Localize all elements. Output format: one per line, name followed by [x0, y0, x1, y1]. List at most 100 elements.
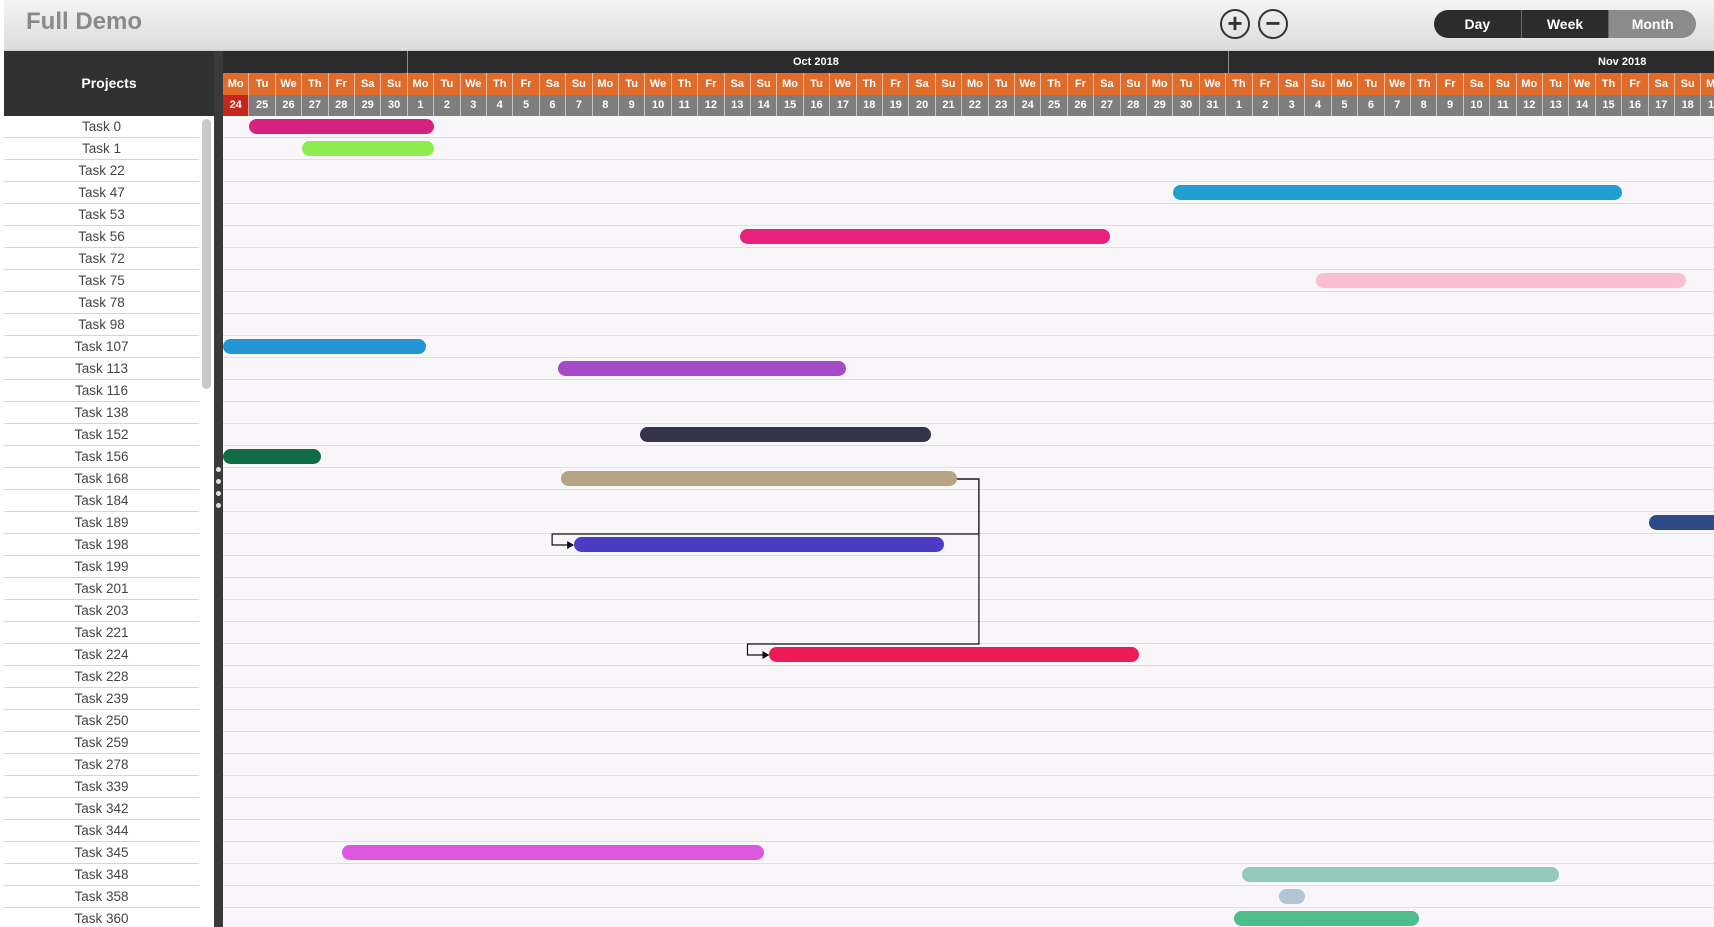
date-cell[interactable]: 21 — [936, 95, 963, 116]
task-row[interactable]: Task 198 — [4, 534, 199, 556]
date-cell[interactable]: 14 — [751, 95, 778, 116]
date-cell[interactable]: 10 — [1464, 95, 1491, 116]
date-cell[interactable]: 27 — [1094, 95, 1121, 116]
task-row[interactable]: Task 360 — [4, 908, 199, 927]
task-bar[interactable] — [223, 339, 427, 354]
date-cell[interactable]: 18 — [1675, 95, 1702, 116]
task-row[interactable]: Task 56 — [4, 226, 199, 248]
date-cell[interactable]: 9 — [1437, 95, 1464, 116]
date-cell[interactable]: 8 — [593, 95, 619, 116]
date-cell[interactable]: 7 — [566, 95, 593, 116]
task-row[interactable]: Task 278 — [4, 754, 199, 776]
week-view-button[interactable]: Week — [1520, 10, 1610, 38]
task-row[interactable]: Task 358 — [4, 886, 199, 908]
date-cell[interactable]: 2 — [434, 95, 461, 116]
date-cell[interactable]: 29 — [355, 95, 382, 116]
date-cell[interactable]: 7 — [1385, 95, 1411, 116]
task-row[interactable]: Task 224 — [4, 644, 199, 666]
date-cell[interactable]: 2 — [1253, 95, 1279, 116]
task-bar[interactable] — [1173, 185, 1623, 200]
task-bar[interactable] — [1234, 911, 1419, 926]
date-cell[interactable]: 17 — [1649, 95, 1675, 116]
task-bar[interactable] — [740, 229, 1111, 244]
date-cell[interactable]: 5 — [1332, 95, 1359, 116]
date-cell[interactable]: 16 — [1622, 95, 1649, 116]
task-row[interactable]: Task 259 — [4, 732, 199, 754]
date-cell[interactable]: 27 — [302, 95, 329, 116]
task-bar[interactable] — [1279, 889, 1306, 904]
zoom-in-button[interactable]: + — [1220, 9, 1250, 39]
date-cell[interactable]: 18 — [857, 95, 883, 116]
date-cell[interactable]: 15 — [1596, 95, 1623, 116]
date-cell[interactable]: 3 — [461, 95, 487, 116]
task-bar[interactable] — [769, 647, 1140, 662]
task-row[interactable]: Task 221 — [4, 622, 199, 644]
task-row[interactable]: Task 156 — [4, 446, 199, 468]
date-cell[interactable]: 14 — [1569, 95, 1596, 116]
date-cell[interactable]: 25 — [249, 95, 276, 116]
date-cell[interactable]: 12 — [1517, 95, 1543, 116]
task-row[interactable]: Task 78 — [4, 292, 199, 314]
task-bar[interactable] — [574, 537, 944, 552]
date-cell[interactable]: 3 — [1279, 95, 1306, 116]
date-cell[interactable]: 23 — [989, 95, 1015, 116]
task-row[interactable]: Task 22 — [4, 160, 199, 182]
task-bar[interactable] — [560, 471, 957, 486]
day-view-button[interactable]: Day — [1434, 10, 1521, 38]
task-row[interactable]: Task 339 — [4, 776, 199, 798]
date-cell[interactable]: 6 — [1358, 95, 1385, 116]
date-cell[interactable]: 28 — [329, 95, 355, 116]
task-row[interactable]: Task 239 — [4, 688, 199, 710]
date-cell[interactable]: 10 — [645, 95, 672, 116]
date-cell[interactable]: 12 — [698, 95, 725, 116]
date-cell[interactable]: 8 — [1411, 95, 1438, 116]
task-row[interactable]: Task 189 — [4, 512, 199, 534]
task-row[interactable]: Task 116 — [4, 380, 199, 402]
date-cell[interactable]: 13 — [725, 95, 751, 116]
date-cell[interactable]: 19 — [883, 95, 910, 116]
task-bar[interactable] — [1648, 515, 1714, 530]
task-bar[interactable] — [1242, 867, 1559, 882]
task-row[interactable]: Task 138 — [4, 402, 199, 424]
task-row[interactable]: Task 107 — [4, 336, 199, 358]
date-cell[interactable]: 15 — [777, 95, 804, 116]
task-bar[interactable] — [640, 427, 931, 442]
month-view-button[interactable]: Month — [1609, 10, 1696, 38]
date-cell[interactable]: 13 — [1543, 95, 1570, 116]
date-cell[interactable]: 11 — [1490, 95, 1517, 116]
task-row[interactable]: Task 199 — [4, 556, 199, 578]
task-row[interactable]: Task 342 — [4, 798, 199, 820]
task-bar[interactable] — [341, 845, 765, 860]
date-cell[interactable]: 30 — [381, 95, 408, 116]
date-cell[interactable]: 19 — [1701, 95, 1714, 116]
date-cell[interactable]: 9 — [619, 95, 646, 116]
zoom-out-button[interactable]: − — [1258, 9, 1288, 39]
task-row[interactable]: Task 72 — [4, 248, 199, 270]
task-list-scrollbar[interactable] — [202, 119, 211, 389]
date-cell[interactable]: 16 — [804, 95, 831, 116]
task-row[interactable]: Task 113 — [4, 358, 199, 380]
date-cell[interactable]: 29 — [1147, 95, 1174, 116]
task-bar[interactable] — [558, 361, 847, 376]
date-cell[interactable]: 26 — [276, 95, 303, 116]
date-cell[interactable]: 20 — [909, 95, 936, 116]
task-bar[interactable] — [1315, 273, 1686, 288]
date-cell[interactable]: 28 — [1121, 95, 1147, 116]
panel-splitter[interactable] — [214, 51, 223, 927]
task-row[interactable]: Task 168 — [4, 468, 199, 490]
task-row[interactable]: Task 1 — [4, 138, 199, 160]
date-cell[interactable]: 17 — [830, 95, 857, 116]
task-row[interactable]: Task 228 — [4, 666, 199, 688]
date-cell[interactable]: 5 — [513, 95, 540, 116]
task-row[interactable]: Task 184 — [4, 490, 199, 512]
date-cell[interactable]: 30 — [1173, 95, 1200, 116]
date-cell[interactable]: 4 — [487, 95, 514, 116]
date-cell[interactable]: 1 — [408, 95, 435, 116]
date-cell[interactable]: 6 — [540, 95, 567, 116]
date-cell[interactable]: 4 — [1305, 95, 1332, 116]
date-cell[interactable]: 26 — [1068, 95, 1095, 116]
task-row[interactable]: Task 250 — [4, 710, 199, 732]
date-cell[interactable]: 11 — [672, 95, 699, 116]
date-cell[interactable]: 31 — [1200, 95, 1227, 116]
task-row[interactable]: Task 53 — [4, 204, 199, 226]
